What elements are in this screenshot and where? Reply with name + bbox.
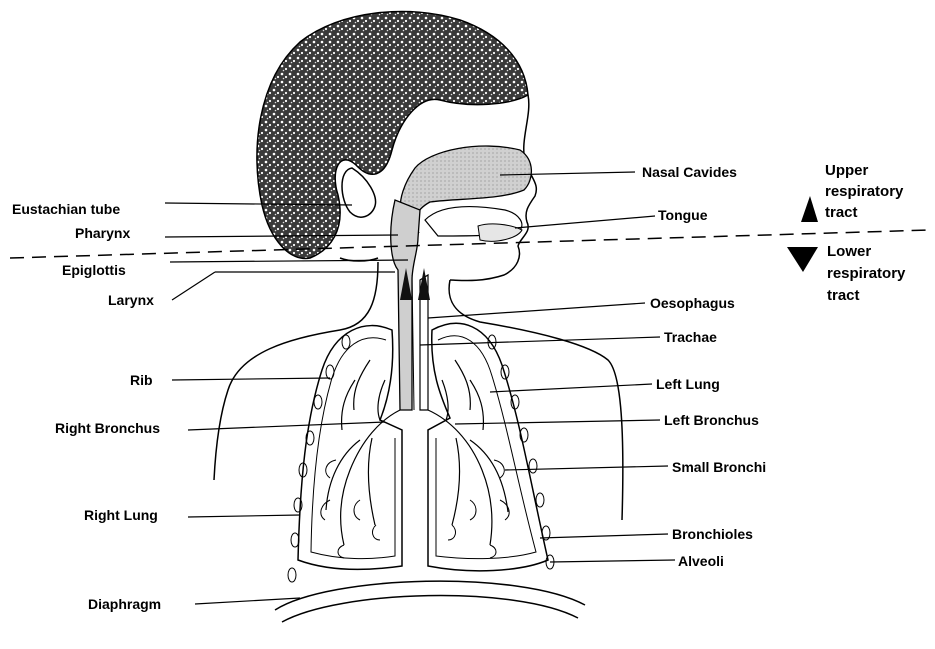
label-larynx: Larynx <box>108 292 154 308</box>
label-bronchioles: Bronchioles <box>672 526 753 542</box>
airway <box>391 200 430 410</box>
label-small-bronchi: Small Bronchi <box>672 459 766 475</box>
label-tongue: Tongue <box>658 207 708 223</box>
label-epiglottis: Epiglottis <box>62 262 126 278</box>
lower-tract-line1: Lower <box>827 243 871 260</box>
lower-tract-line3: tract <box>827 287 860 304</box>
label-left-bronchus: Left Bronchus <box>664 412 759 428</box>
label-left-lung: Left Lung <box>656 376 720 392</box>
label-eustachian-tube: Eustachian tube <box>12 201 120 217</box>
label-alveoli: Alveoli <box>678 553 724 569</box>
label-oesophagus: Oesophagus <box>650 295 735 311</box>
body-outline <box>214 11 623 520</box>
upper-tract-line3: tract <box>825 204 858 221</box>
left-lung <box>428 323 548 570</box>
right-lung <box>298 326 402 570</box>
lower-tract-arrow-icon <box>787 247 818 272</box>
lower-tract-line2: respiratory <box>827 265 906 282</box>
label-right-bronchus: Right Bronchus <box>55 420 160 436</box>
label-rib: Rib <box>130 372 153 388</box>
label-pharynx: Pharynx <box>75 225 130 241</box>
upper-tract-line2: respiratory <box>825 183 904 200</box>
ear <box>342 168 376 217</box>
label-nasal-cavities: Nasal Cavides <box>642 164 737 180</box>
upper-tract-arrow-icon <box>801 196 818 222</box>
diaphragm-shape <box>275 581 585 622</box>
label-trachae: Trachae <box>664 329 717 345</box>
nasal-cavity-shape <box>400 146 531 241</box>
label-right-lung: Right Lung <box>84 507 158 523</box>
label-diaphragm: Diaphragm <box>88 596 161 612</box>
upper-tract-line1: Upper <box>825 162 869 179</box>
